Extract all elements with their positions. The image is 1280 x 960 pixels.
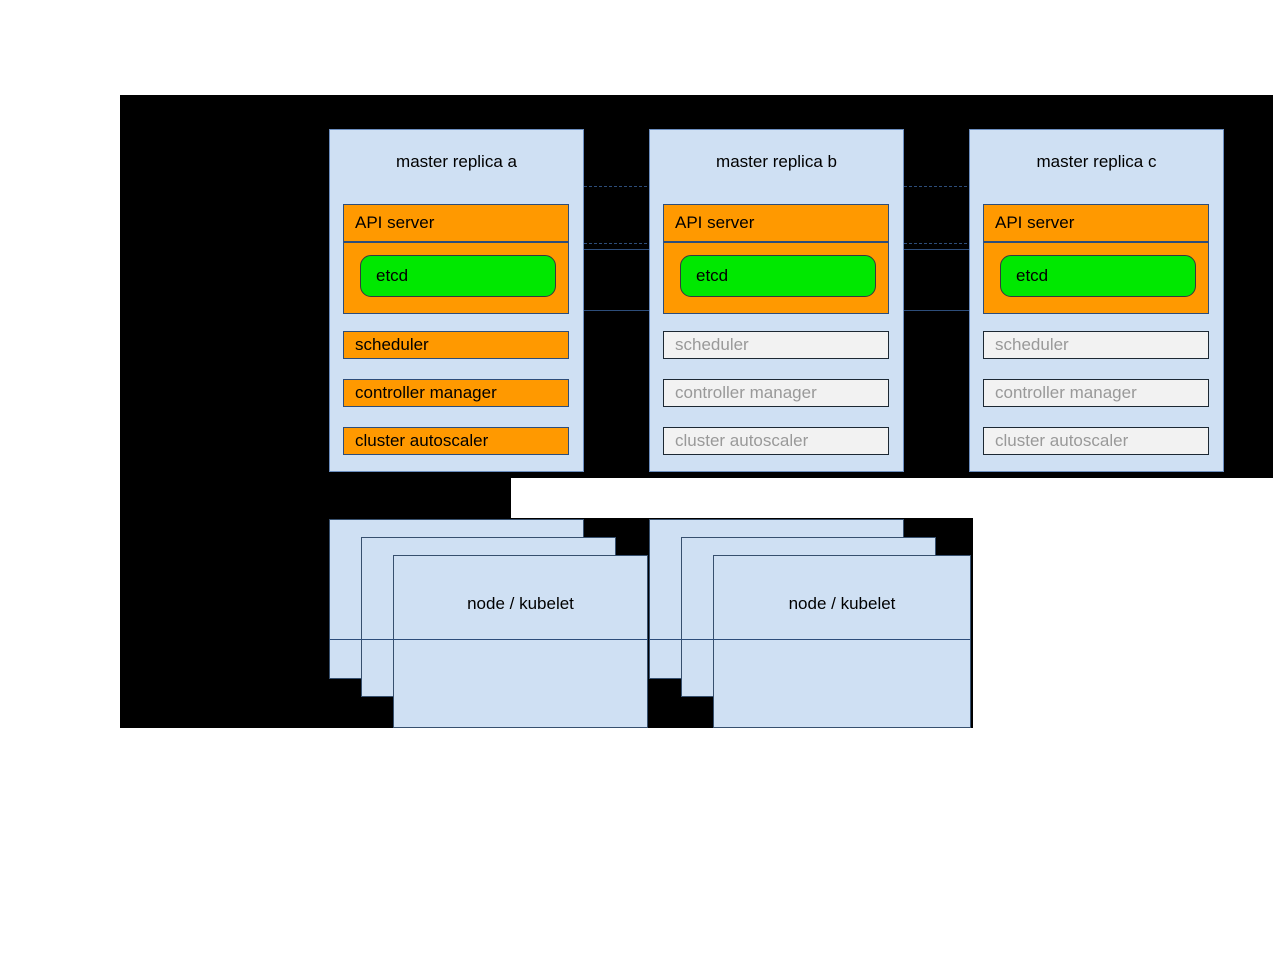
controller-manager-label-b: controller manager <box>675 383 817 402</box>
cluster-autoscaler-box-b[interactable]: cluster autoscaler <box>663 427 889 455</box>
controller-manager-label-a: controller manager <box>355 383 497 402</box>
controller-manager-box-a[interactable]: controller manager <box>343 379 569 407</box>
controller-manager-box-c[interactable]: controller manager <box>983 379 1209 407</box>
node-divider-line-2 <box>649 639 971 640</box>
cluster-autoscaler-label-a: cluster autoscaler <box>355 431 489 450</box>
api-server-box-c[interactable]: API server <box>983 204 1209 242</box>
api-server-label-c: API server <box>995 213 1075 232</box>
scheduler-box-b[interactable]: scheduler <box>663 331 889 359</box>
etcd-box-c[interactable]: etcd <box>1000 255 1196 297</box>
etcd-box-b[interactable]: etcd <box>680 255 876 297</box>
node-divider-line-1 <box>329 639 648 640</box>
etcd-label-c: etcd <box>1016 266 1049 285</box>
cluster-autoscaler-box-a[interactable]: cluster autoscaler <box>343 427 569 455</box>
etcd-label-a: etcd <box>376 266 409 285</box>
master-replica-title-c: master replica c <box>1036 152 1157 171</box>
cluster-autoscaler-box-c[interactable]: cluster autoscaler <box>983 427 1209 455</box>
scheduler-label-b: scheduler <box>675 335 749 354</box>
node-kubelet-label-2: node / kubelet <box>788 594 896 613</box>
controller-manager-box-b[interactable]: controller manager <box>663 379 889 407</box>
etcd-box-a[interactable]: etcd <box>360 255 556 297</box>
master-replica-title-b: master replica b <box>716 152 837 171</box>
controller-manager-label-c: controller manager <box>995 383 1137 402</box>
master-replica-title-a: master replica a <box>396 152 517 171</box>
node-kubelet-label-1: node / kubelet <box>467 594 574 613</box>
api-server-label-b: API server <box>675 213 755 232</box>
scheduler-label-a: scheduler <box>355 335 429 354</box>
node-stack-card-front-2[interactable]: node / kubelet <box>713 555 971 728</box>
etcd-label-b: etcd <box>696 266 729 285</box>
scheduler-label-c: scheduler <box>995 335 1069 354</box>
node-stack-card-front-1[interactable]: node / kubelet <box>393 555 648 728</box>
api-server-label-a: API server <box>355 213 435 232</box>
scheduler-box-a[interactable]: scheduler <box>343 331 569 359</box>
scheduler-box-c[interactable]: scheduler <box>983 331 1209 359</box>
cluster-autoscaler-label-b: cluster autoscaler <box>675 431 809 450</box>
api-server-box-a[interactable]: API server <box>343 204 569 242</box>
cluster-autoscaler-label-c: cluster autoscaler <box>995 431 1129 450</box>
api-server-box-b[interactable]: API server <box>663 204 889 242</box>
